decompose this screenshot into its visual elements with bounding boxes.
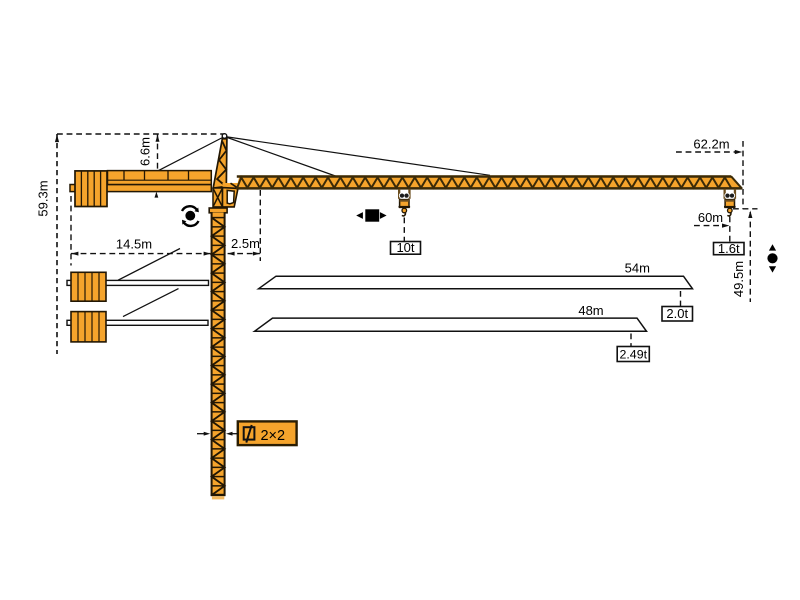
svg-text:60m: 60m [698,210,723,225]
svg-text:2×2: 2×2 [260,428,285,444]
svg-text:14.5m: 14.5m [116,236,152,251]
svg-text:1.6t: 1.6t [718,241,740,256]
svg-text:2.5m: 2.5m [231,236,260,251]
svg-text:62.2m: 62.2m [693,137,729,152]
svg-text:10t: 10t [396,240,414,255]
svg-text:48m: 48m [578,303,603,318]
svg-text:2.0t: 2.0t [666,306,688,321]
svg-text:54m: 54m [625,261,650,276]
svg-text:59.3m: 59.3m [36,180,51,216]
svg-text:6.6m: 6.6m [138,137,153,166]
svg-text:49.5m: 49.5m [731,261,746,297]
svg-text:2.49t: 2.49t [619,347,647,361]
